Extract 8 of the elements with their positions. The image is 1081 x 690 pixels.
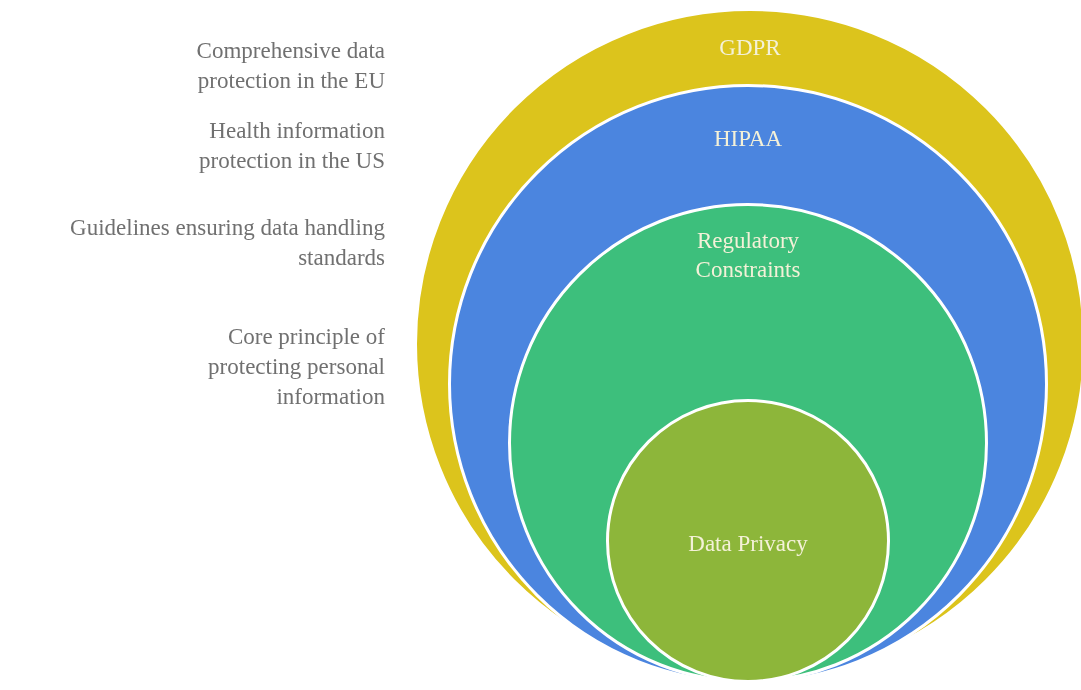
description-text: Core principle of protecting personal information — [207, 323, 385, 411]
circle-label: Regulatory Constraints — [694, 227, 802, 284]
circle-label: Data Privacy — [687, 530, 809, 558]
description-text: Health information protection in the US — [198, 117, 385, 175]
description-text: Comprehensive data protection in the EU — [195, 37, 385, 95]
circle-label: GDPR — [718, 34, 782, 62]
circle-label: HIPAA — [712, 125, 784, 153]
description-text: Guidelines ensuring data handling standards — [69, 214, 385, 272]
